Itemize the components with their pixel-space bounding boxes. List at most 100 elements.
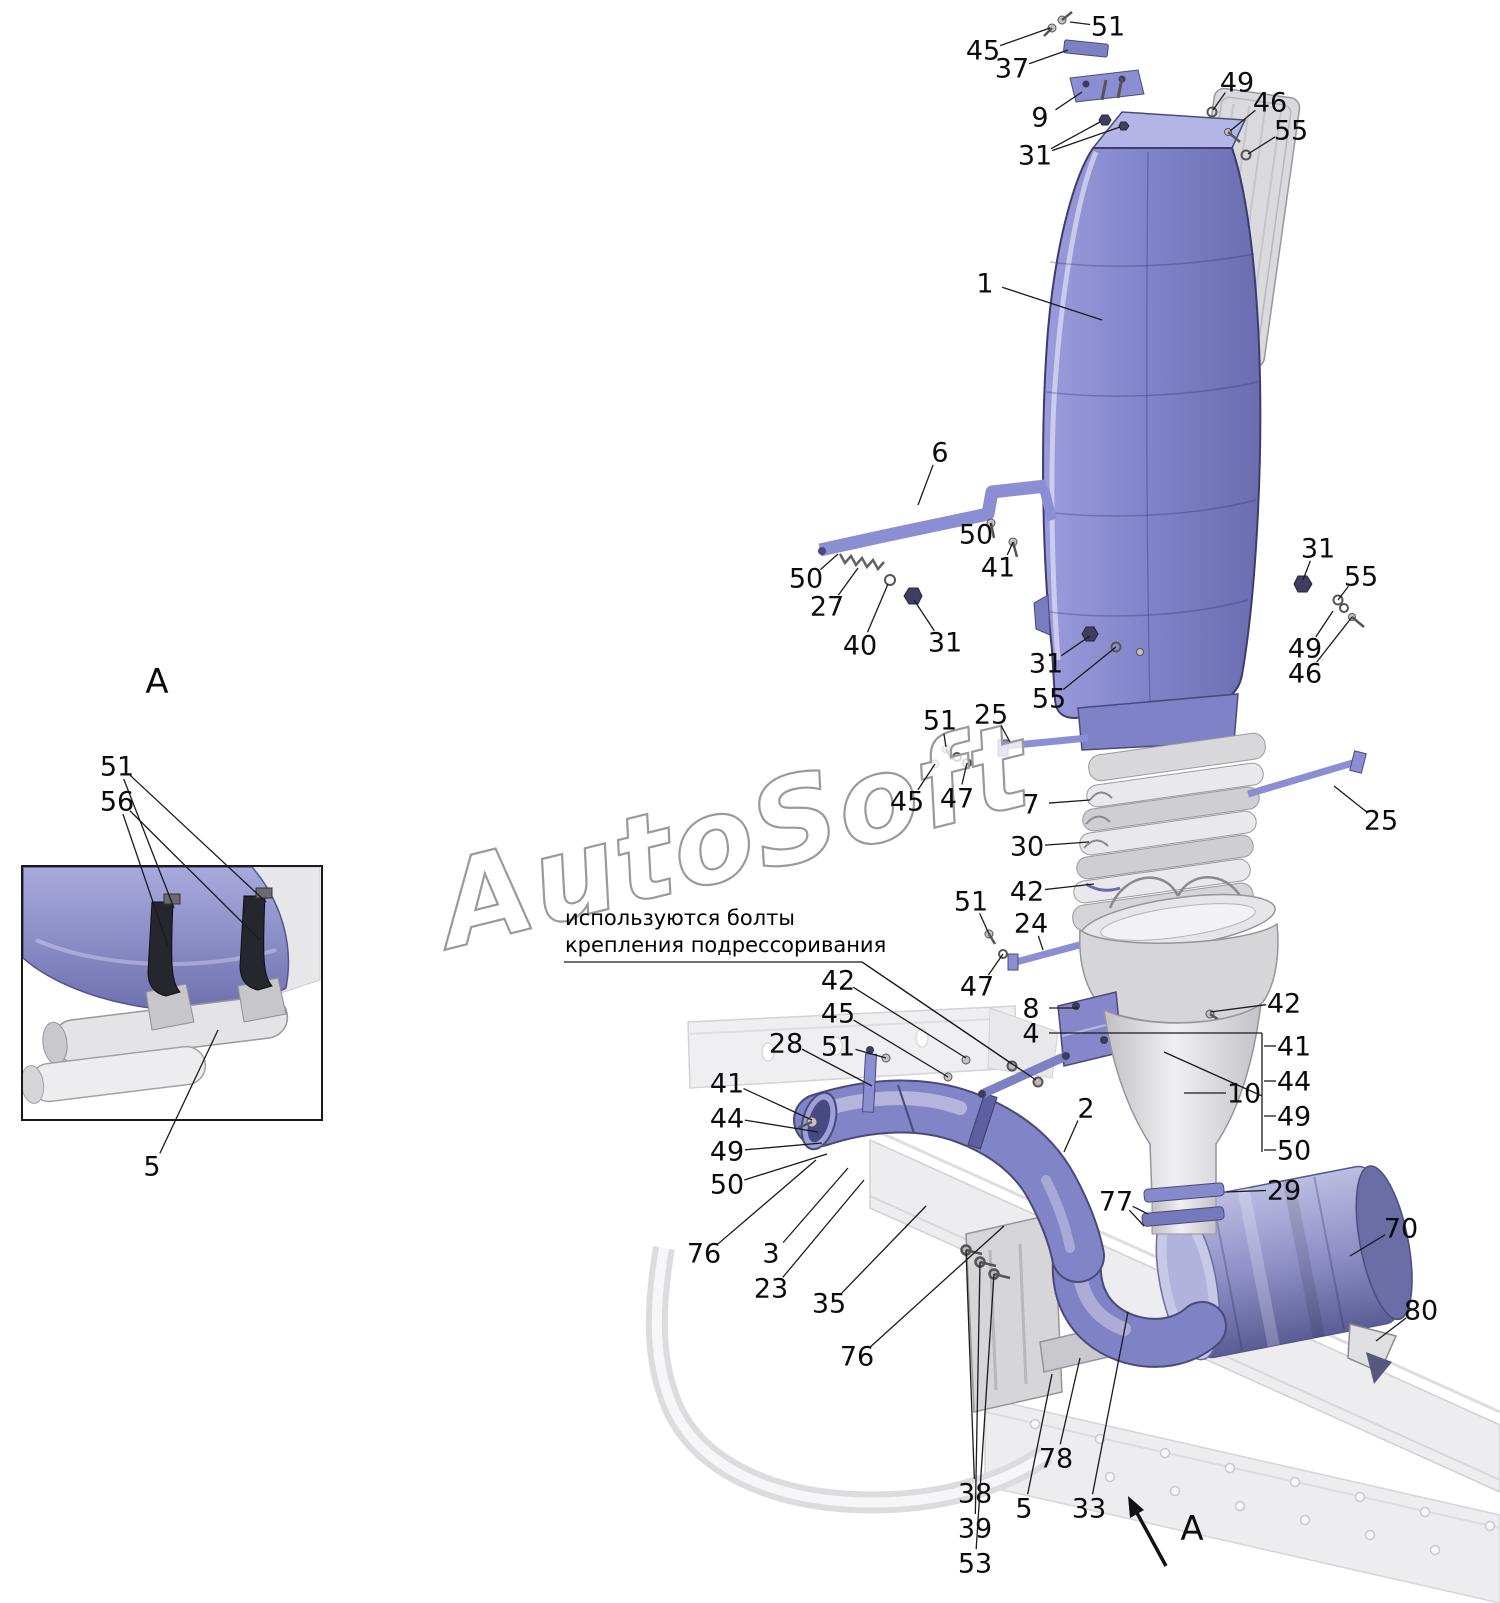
leader-line-70	[1349, 1234, 1386, 1257]
clamp-25-left	[1005, 734, 1089, 750]
callout-80: 80	[1404, 1295, 1438, 1326]
leader-line-31	[913, 599, 935, 632]
spring-30	[1083, 791, 1113, 849]
leader-line-42	[853, 986, 967, 1059]
callout-53: 53	[958, 1548, 992, 1579]
clamp-29	[1143, 1182, 1225, 1203]
callout-39: 39	[958, 1513, 992, 1544]
funnel-10	[1103, 1002, 1262, 1199]
leader-line-49	[1212, 92, 1226, 111]
callout-44: 44	[710, 1103, 744, 1134]
intake-duct	[1033, 111, 1262, 751]
callout-49: 49	[1220, 67, 1254, 98]
callout-56: 56	[100, 786, 134, 817]
callout-5: 5	[1015, 1493, 1032, 1524]
callout-51: 51	[821, 1031, 855, 1062]
leader-line-23	[782, 1179, 865, 1278]
leader-line-31	[1302, 560, 1311, 581]
bracket-6	[818, 479, 1057, 605]
leader-line-24	[1037, 935, 1044, 951]
leader-line-76	[717, 1159, 817, 1245]
leader-line-38	[965, 1249, 975, 1480]
side-fasteners	[1081, 575, 1365, 656]
leader-line-51	[129, 774, 267, 903]
callout-50: 50	[710, 1169, 744, 1200]
clamp-77	[1141, 1206, 1225, 1227]
leader-line-51	[943, 733, 947, 748]
leader-line-28	[801, 1048, 873, 1087]
callout-33: 33	[1072, 1493, 1106, 1524]
callout-55: 55	[1032, 683, 1066, 714]
leader-line-45	[999, 27, 1051, 47]
callout-50: 50	[789, 563, 823, 594]
bracket-28	[861, 1053, 878, 1113]
callout-30: 30	[1010, 831, 1044, 862]
callout-1: 1	[976, 268, 993, 299]
note-leader-2	[861, 961, 1037, 1081]
callout-31: 31	[1029, 648, 1063, 679]
callout-41: 41	[981, 552, 1015, 583]
callout-25: 25	[1364, 805, 1398, 836]
callout-31: 31	[928, 627, 962, 658]
leader-line-56	[122, 813, 169, 947]
leader-line-47	[987, 953, 1004, 976]
note-line-1: используются болты	[565, 906, 795, 930]
leader-line-51	[979, 913, 990, 935]
callout-50: 50	[1277, 1135, 1311, 1166]
leader-line-49	[1315, 610, 1334, 638]
callout-24: 24	[1014, 908, 1048, 939]
washer-40	[884, 574, 896, 586]
leader-line-40	[866, 583, 889, 633]
leader-line-37	[1028, 49, 1069, 65]
nut-31	[1118, 121, 1130, 131]
brace-strip	[980, 1051, 1068, 1099]
callout-42: 42	[1267, 988, 1301, 1019]
callout-76: 76	[840, 1341, 874, 1372]
leader-line-45	[853, 1019, 949, 1078]
callout-49: 49	[1277, 1101, 1311, 1132]
nut-31	[1081, 626, 1099, 642]
note-line-2: крепления подрессоривания	[565, 933, 886, 957]
leader-line-77	[1128, 1209, 1145, 1227]
leader-line-55	[1247, 136, 1276, 155]
nut-31	[1098, 114, 1112, 126]
callout-4: 4	[1022, 1018, 1039, 1049]
intake-pipe	[793, 1046, 1105, 1283]
leader-line-5	[1027, 1373, 1053, 1495]
leader-line-5	[159, 1029, 219, 1154]
leader-line-41	[743, 1087, 813, 1121]
leader-line-76	[870, 1225, 1005, 1348]
leader-line-42	[1209, 1004, 1267, 1013]
leader-line-50	[744, 1153, 828, 1181]
leader-line-6	[917, 464, 934, 506]
leader-line-55	[1062, 646, 1117, 691]
callout-A: A	[145, 662, 168, 702]
leader-line-31	[1051, 126, 1121, 152]
leader-line-31	[1060, 635, 1091, 657]
inset-detail	[21, 865, 323, 1121]
callout-42: 42	[1010, 876, 1044, 907]
clamp-wire-42	[1085, 882, 1121, 892]
duct-seams	[1045, 151, 1259, 707]
callout-44: 44	[1277, 1066, 1311, 1097]
strap-56	[147, 901, 181, 997]
bracket-9	[1069, 69, 1145, 103]
leader-line-47	[961, 762, 968, 785]
callout-78: 78	[1039, 1443, 1073, 1474]
callout-6: 6	[931, 437, 948, 468]
callout-49: 49	[1288, 633, 1322, 664]
leader-line-45	[917, 763, 936, 791]
leader-line-51	[1069, 21, 1091, 26]
leader-line-25	[1333, 785, 1367, 813]
callout-37: 37	[995, 53, 1029, 84]
leader-line-27	[837, 567, 859, 596]
leader-line-49	[744, 1142, 823, 1151]
callout-76: 76	[687, 1238, 721, 1269]
callout-41: 41	[1277, 1031, 1311, 1062]
leader-line-77	[1132, 1205, 1149, 1215]
leader-line-80	[1375, 1317, 1407, 1342]
callout-23: 23	[754, 1273, 788, 1304]
callout-50: 50	[959, 519, 993, 550]
